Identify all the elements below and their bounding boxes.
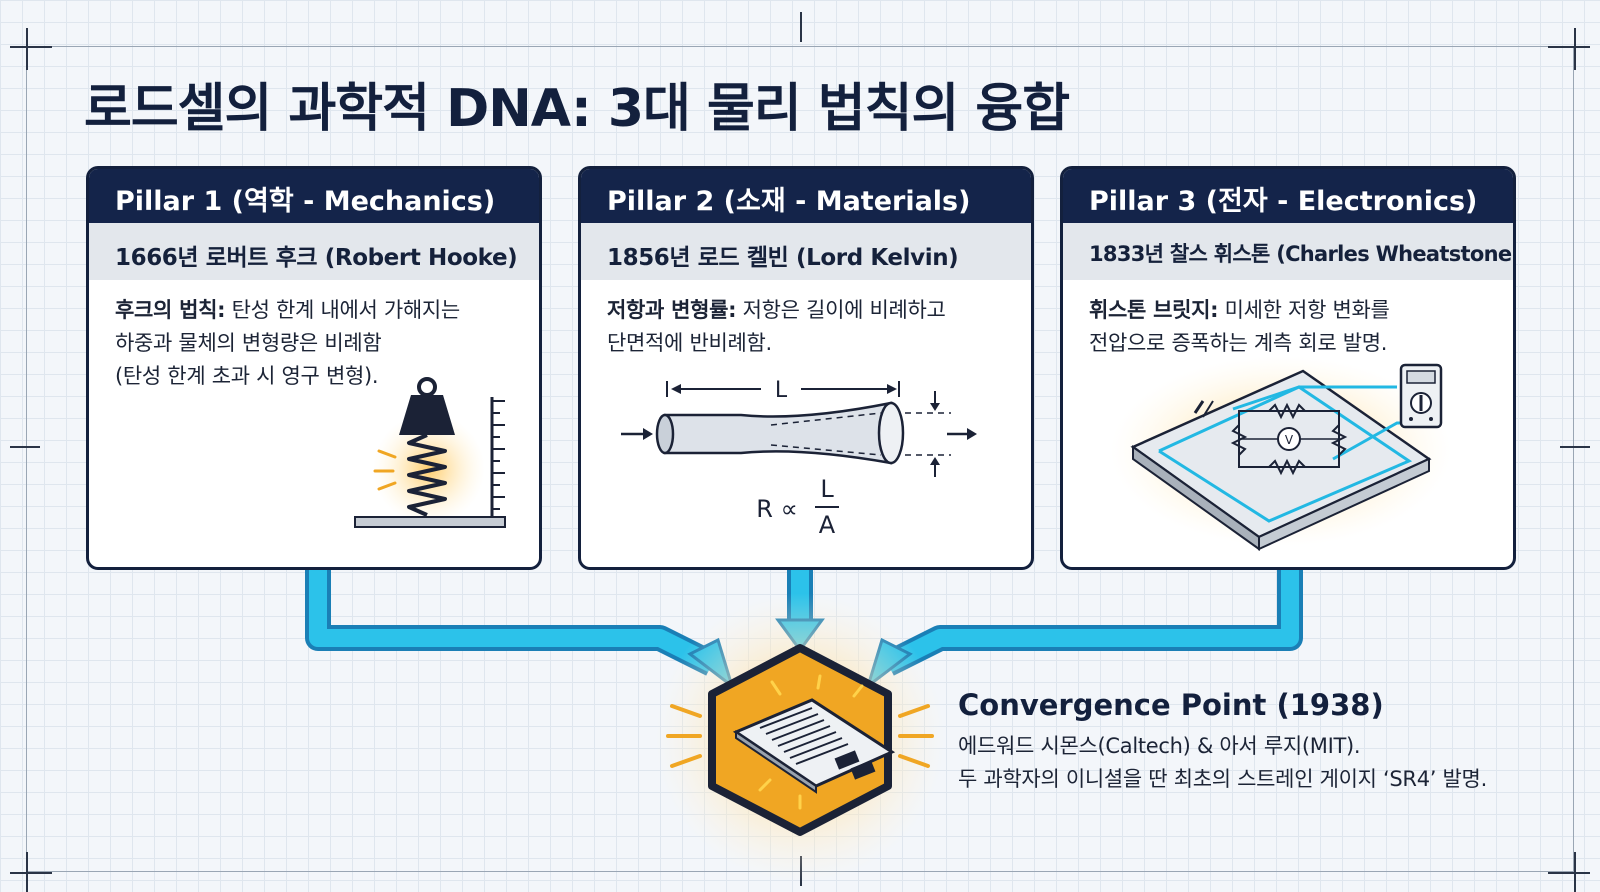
corner-tick [1548,872,1590,874]
pillar-card-mechanics: Pillar 1 (역학 - Mechanics) 1666년 로버트 후크 (… [86,166,542,570]
description-line: 단면적에 반비례함. [607,331,772,355]
law-term: 후크의 법칙: [115,298,226,322]
law-term: 저항과 변형률: [607,298,737,322]
page-title: 로드셀의 과학적 DNA: 3대 물리 법칙의 융합 [84,79,1070,139]
pillar-subheader: 1833년 찰스 휘스톤 (Charles Wheatstone) [1063,223,1513,280]
length-label: L [775,378,788,403]
resistor-icon [1268,458,1306,476]
resistor-icon [1268,402,1306,420]
convergence-line: 에드워드 시몬스(Caltech) & 아서 루지(MIT). [958,734,1361,758]
weight-icon [399,395,455,435]
pillar-header: Pillar 2 (소재 - Materials) [581,169,1031,223]
resistor-icon [1230,424,1248,456]
law-term: 휘스톤 브릿지: [1089,298,1219,322]
burst-rays [666,704,934,768]
description-line: 전압으로 증폭하는 계측 회로 발명. [1089,331,1388,355]
resistor-icon [1330,424,1348,456]
corner-tick [26,28,28,70]
wheatstone-bridge-illustration: V [1111,356,1451,551]
pillar-card-electronics: Pillar 3 (전자 - Electronics) 1833년 찰스 휘스톤… [1060,166,1516,570]
multimeter-icon [1399,363,1443,429]
pillar-subheader: 1856년 로드 켈빈 (Lord Kelvin) [581,223,1031,280]
strain-gauge-icon [732,674,896,810]
center-tick [10,446,40,448]
conductor-illustration: L R ∝ L A [621,378,977,539]
formula-numerator: L [820,475,834,503]
description-line: 하중과 물체의 변형량은 비례함 [115,331,382,355]
conductor-rod [663,401,893,465]
pillar-header: Pillar 3 (전자 - Electronics) [1063,169,1513,223]
description-line: 미세한 저항 변화를 [1224,298,1390,322]
pillar-description: 후크의 법칙: 탄성 한계 내에서 가해지는 하중과 물체의 변형량은 비례함 … [89,280,539,393]
pillar-card-materials: Pillar 2 (소재 - Materials) 1856년 로드 켈빈 (L… [578,166,1034,570]
description-line: (탄성 한계 초과 시 영구 변형). [115,364,379,388]
voltmeter-label: V [1285,433,1294,447]
description-line: 저항은 길이에 비례하고 [742,298,946,322]
corner-tick [1574,28,1576,70]
corner-tick [1548,46,1590,48]
pillar-header: Pillar 1 (역학 - Mechanics) [89,169,539,223]
corner-tick [1574,852,1576,892]
pillar-subheader: 1666년 로버트 후크 (Robert Hooke) [89,223,539,280]
pillar-description: 저항과 변형률: 저항은 길이에 비례하고 단면적에 반비례함. [581,280,1031,360]
convergence-description: 에드워드 시몬스(Caltech) & 아서 루지(MIT). 두 과학자의 이… [958,730,1487,796]
center-tick [1560,446,1590,448]
formula-denominator: A [819,511,836,539]
corner-tick [10,872,52,874]
corner-tick [10,46,52,48]
formula-lhs: R ∝ [756,495,797,523]
weight-ring [417,377,437,397]
description-line: 탄성 한계 내에서 가해지는 [231,298,461,322]
corner-tick [26,852,28,892]
convergence-line: 두 과학자의 이니셜을 딴 최초의 스트레인 게이지 ‘SR4’ 발명. [958,767,1487,791]
spring-icon [407,433,447,517]
pillar-description: 휘스톤 브릿지: 미세한 저항 변화를 전압으로 증폭하는 계측 회로 발명. [1063,280,1513,360]
spring-weight-illustration [354,377,506,528]
center-tick [800,12,802,42]
convergence-title: Convergence Point (1938) [958,688,1384,722]
